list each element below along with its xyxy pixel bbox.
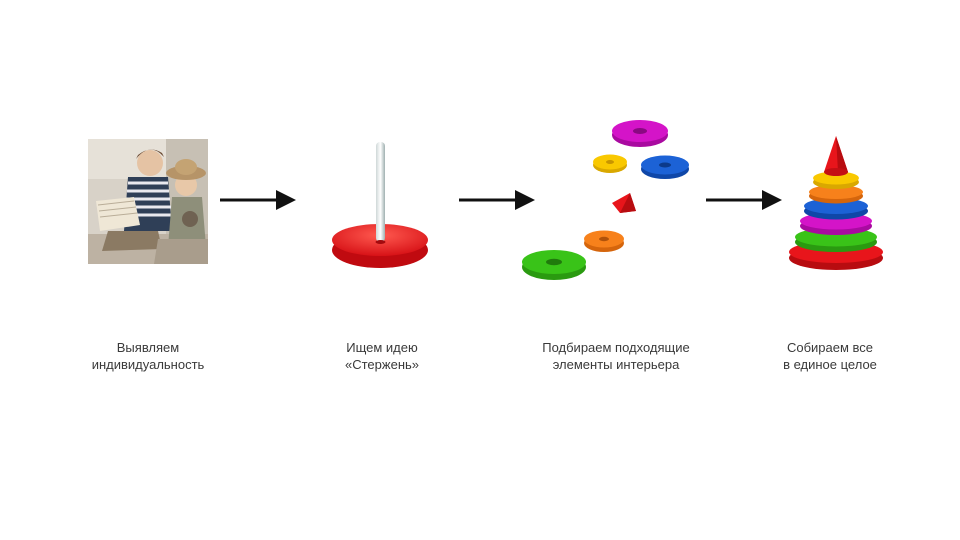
scattered-rings-icon: [522, 120, 689, 280]
step-caption: Подбираем подходящие элементы интерьера: [516, 339, 716, 373]
step-caption-line: элементы интерьера: [552, 357, 680, 372]
step-caption-line: Подбираем подходящие: [542, 340, 690, 355]
step-caption-line: Ищем идею: [346, 340, 418, 355]
step-caption: Собираем все в единое целое: [730, 339, 930, 373]
step-caption-line: «Стержень»: [345, 357, 419, 372]
kids-reading-photo: [88, 139, 208, 264]
step-caption-line: Собираем все: [786, 340, 874, 355]
step-caption: Выявляем индивидуальность: [48, 339, 248, 373]
step-caption: Ищем идею «Стержень»: [282, 339, 482, 373]
assembled-pyramid-icon: [789, 136, 883, 270]
pyramid-rod-base-icon: [332, 142, 428, 268]
arrow-right-icon: [706, 190, 782, 210]
step-caption-line: индивидуальность: [91, 357, 205, 372]
step-caption-line: Выявляем: [116, 340, 180, 355]
arrow-right-icon: [459, 190, 535, 210]
step-caption-line: в единое целое: [783, 357, 877, 372]
arrow-right-icon: [220, 190, 296, 210]
